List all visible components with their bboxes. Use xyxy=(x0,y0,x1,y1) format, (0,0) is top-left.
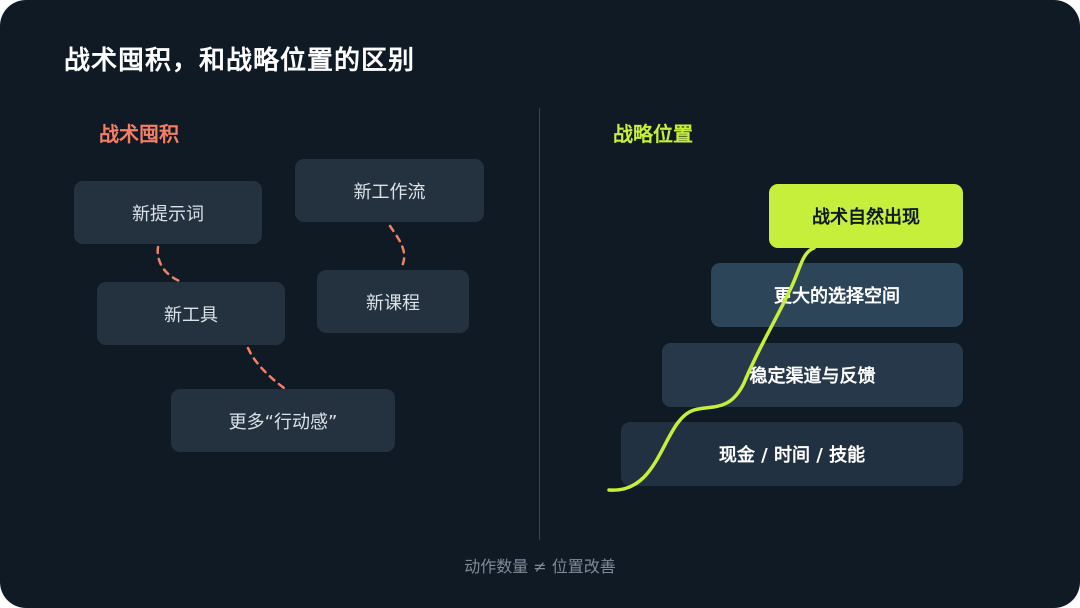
dashed-connector-1 xyxy=(156,245,184,284)
box-new-tools: 新工具 xyxy=(97,282,285,345)
box-new-prompts: 新提示词 xyxy=(74,181,262,244)
dashed-connector-3 xyxy=(246,346,286,390)
step-larger-choice-space: 更大的选择空间 xyxy=(711,263,963,327)
footer-caption: 动作数量 ≠ 位置改善 xyxy=(464,557,616,576)
box-more-action-feeling: 更多“行动感” xyxy=(171,389,395,452)
step-cash-time-skills: 现金 / 时间 / 技能 xyxy=(621,422,963,486)
center-divider xyxy=(539,108,540,540)
dashed-connector-2 xyxy=(388,224,406,270)
page-title: 战术囤积，和战略位置的区别 xyxy=(64,46,416,76)
step-stable-channels-feedback: 稳定渠道与反馈 xyxy=(662,343,963,407)
step-tactics-emerge: 战术自然出现 xyxy=(769,184,963,248)
strategic-position-heading: 战略位置 xyxy=(613,122,693,146)
box-new-courses: 新课程 xyxy=(317,270,469,333)
box-new-workflow: 新工作流 xyxy=(295,159,484,222)
tactical-hoarding-heading: 战术囤积 xyxy=(99,122,179,146)
